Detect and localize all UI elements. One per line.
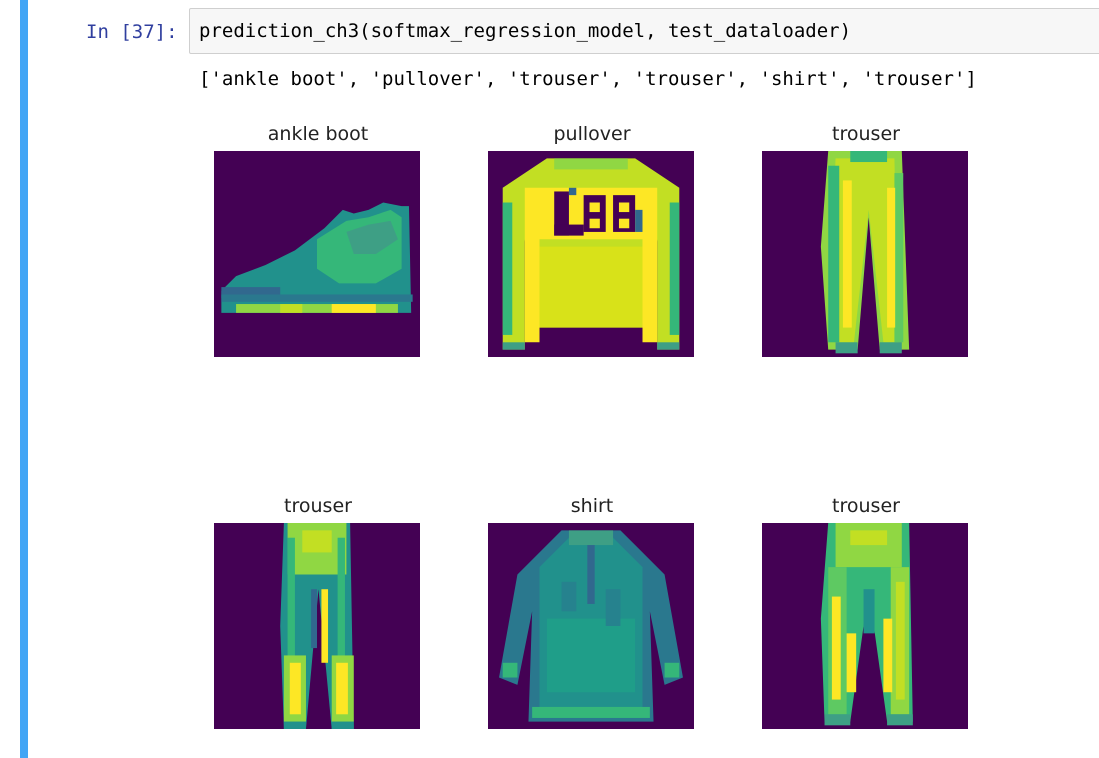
trouser-image xyxy=(762,523,968,729)
panel-title: shirt xyxy=(570,495,614,517)
pullover-image xyxy=(488,151,694,357)
panel-title: trouser xyxy=(832,123,900,145)
panel-title: trouser xyxy=(832,495,900,517)
cell-selection-bar xyxy=(20,0,28,758)
output-stdout: ['ankle boot', 'pullover', 'trouser', 't… xyxy=(199,68,977,90)
input-prompt: In [37]: xyxy=(86,21,178,43)
code-input-area[interactable]: prediction_ch3(softmax_regression_model,… xyxy=(189,8,1099,54)
panel-title: trouser xyxy=(284,495,352,517)
shirt-image xyxy=(488,523,694,729)
panel-title: ankle boot xyxy=(267,123,369,145)
output-figure: ankle boot pullover xyxy=(196,112,996,752)
code-text[interactable]: prediction_ch3(softmax_regression_model,… xyxy=(199,20,852,42)
trouser-image xyxy=(214,523,420,729)
panel-title: pullover xyxy=(553,123,631,145)
trouser-image xyxy=(762,151,968,357)
ankle-boot-image xyxy=(214,151,420,357)
